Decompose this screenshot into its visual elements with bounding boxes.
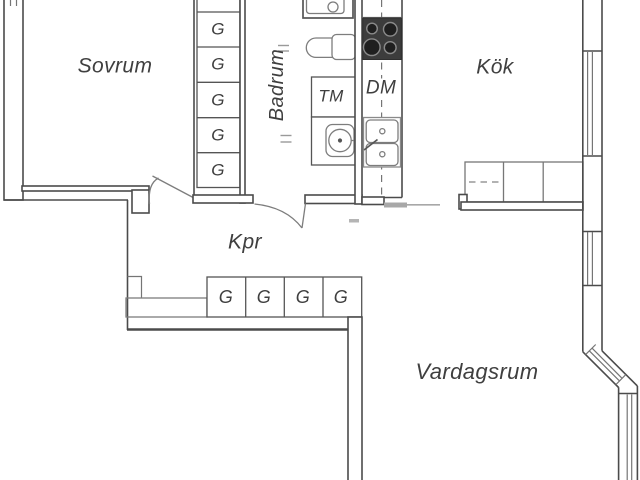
kitchen-double-sink-icon [362, 116, 402, 168]
bathroom-bottom-wall [304, 194, 363, 205]
living-room-window-upper-icon [582, 230, 602, 287]
toilet-icon [305, 33, 357, 61]
hallway-bench [125, 297, 208, 318]
washing-machine-label: TM [318, 86, 344, 106]
kitchen-label: Kök [476, 55, 514, 79]
bathroom-door-swing-icon [254, 203, 307, 229]
wardrobe-label: G [211, 160, 225, 180]
wardrobe-row [206, 276, 363, 318]
bedroom-bottom-wall [21, 185, 150, 214]
bedroom-exterior-wall [3, 0, 128, 201]
bathroom-label: Badrum [266, 48, 288, 122]
right-exterior-wall [581, 0, 603, 352]
bathroom-sink-icon [302, 0, 354, 19]
washing-machine-drum-icon [310, 116, 357, 166]
wardrobe-column [192, 0, 254, 204]
bedroom-door-swing-icon [148, 175, 196, 205]
stove-burners-icon [362, 17, 402, 60]
wardrobe-label: G [211, 125, 225, 145]
kitchen-counter-bottom [464, 161, 584, 203]
living-room-window-lower-icon [617, 386, 639, 480]
wardrobe-label: G [211, 19, 225, 39]
wardrobe-label: G [295, 287, 311, 307]
wardrobe-label: G [211, 90, 225, 110]
living-room-window-diagonal-icon [582, 344, 638, 389]
living-room-label: Vardagsrum [415, 359, 539, 384]
hallway-label: Kpr [228, 230, 262, 254]
bedroom-label: Sovrum [77, 54, 153, 78]
dishwasher-label: DM [363, 77, 399, 99]
wardrobe-label: G [218, 287, 234, 307]
wardrobe-label: G [256, 287, 272, 307]
washing-machine-cabinet [310, 76, 357, 118]
kitchen-window-icon [582, 50, 602, 157]
hallway-walls [126, 200, 349, 331]
wall-hook-marks [278, 44, 292, 143]
living-room-left-wall [347, 316, 363, 480]
wardrobe-label: G [333, 287, 349, 307]
bathroom-kitchen-wall [354, 0, 363, 205]
kitchen-opening-threshold [349, 196, 440, 223]
wardrobe-label: G [211, 54, 225, 74]
